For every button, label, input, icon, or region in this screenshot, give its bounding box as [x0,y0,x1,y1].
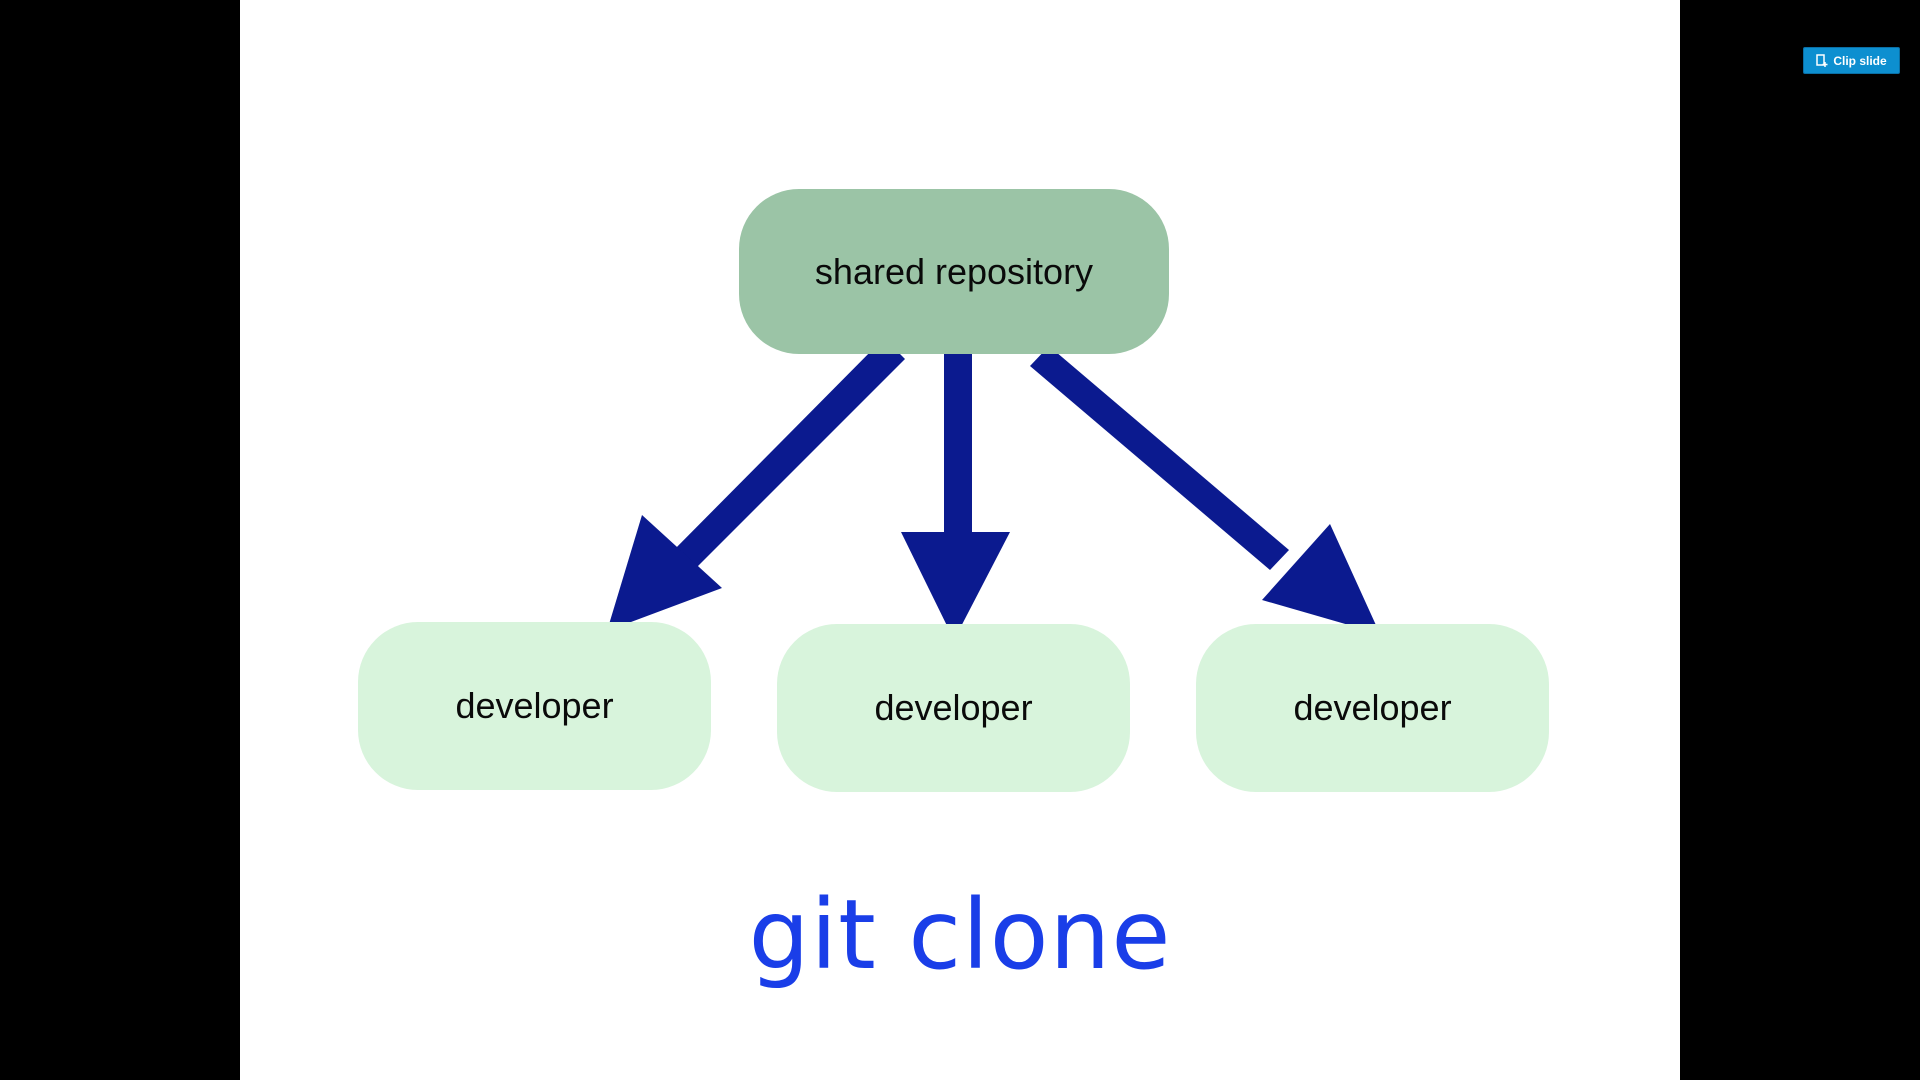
arrow-to-developer-2 [944,343,972,540]
developer-label-2: developer [874,687,1033,728]
clip-slide-button[interactable]: Clip slide [1803,47,1900,74]
arrow-to-developer-3 [1030,346,1289,570]
developer-node-3: developer [1196,624,1549,792]
arrow-head-1 [607,515,722,631]
developer-node-1: developer [358,622,711,790]
clip-slide-label: Clip slide [1833,53,1887,68]
arrow-to-developer-1 [663,338,905,581]
shared-repository-node: shared repository [739,189,1169,354]
developer-label-3: developer [1293,687,1452,728]
slide: shared repository developer developer de… [240,0,1680,1080]
clip-icon [1816,54,1828,67]
developer-label-1: developer [455,685,614,726]
slide-caption: git clone [748,879,1172,991]
developer-node-2: developer [777,624,1130,792]
arrow-head-3 [1262,524,1380,634]
shared-repository-label: shared repository [814,250,1094,292]
